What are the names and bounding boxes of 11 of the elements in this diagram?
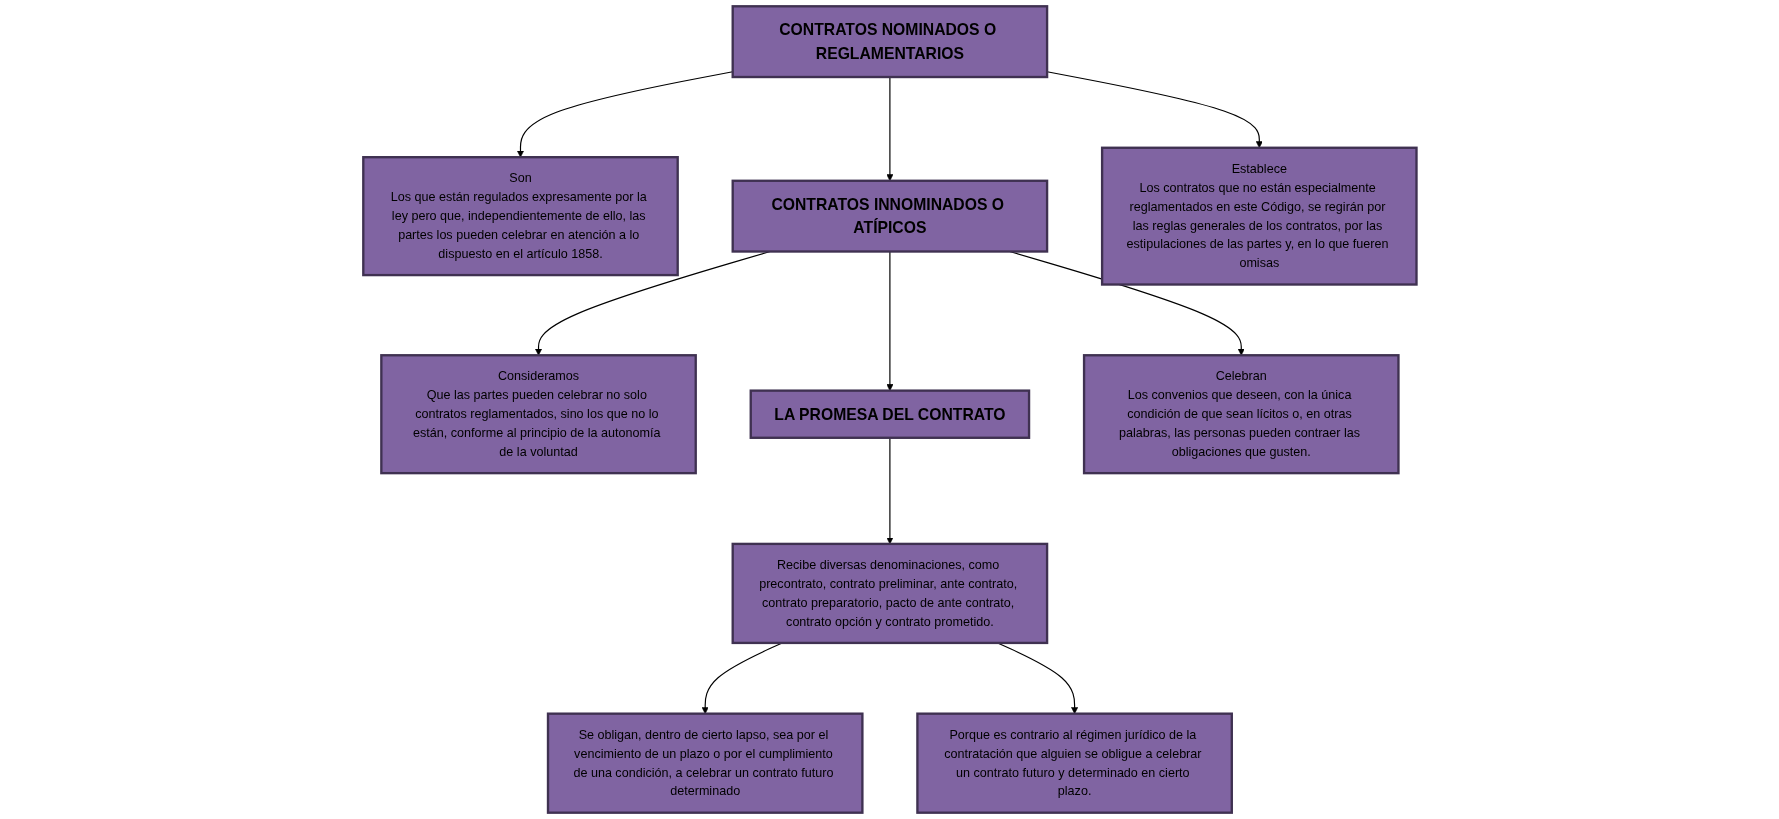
arrow [516,71,733,158]
node-box: CONTRATOS INNOMINADOS O ATÍPICOS [731,179,1048,253]
node-box: Porque es contrario al régimen jurídico de la contratación que alguien se obligue a celebrar un contrato futuro y determinado en cierto plazo. [915,712,1233,814]
node-box: Son Los que están regulados expresamente por la ley pero que, independientemente de ello, las partes los pueden celebrar en atención a lo dispuesto en el artículo 1858. [361,156,679,277]
node-box: LA PROMESA DEL CONTRATO [749,389,1030,439]
node-box: CONTRATOS NOMINADOS O REGLAMENTARIOS [731,5,1048,79]
node-box: Establece Los contratos que no están especialmente reglamentados en este Código, se regirán por las reglas generales de los contratos, por las estipulaciones de las partes y, en lo que fueren omisas [1100,146,1418,286]
node-box: Se obligan, dentro de cierto lapso, sea por el vencimiento de un plazo o por el cumplimiento de una condición, a celebrar un contrato futuro determinado [546,712,864,814]
node-box: Celebran Los convenios que deseen, con la única condición de que sean lícitos o, en otras palabras, las personas pueden contraer las obligaciones que gusten. [1082,354,1400,475]
node-box: Consideramos Que las partes pueden celebrar no solo contratos reglamentados, sino los que no lo están, conforme al principio de la autonomía de la voluntad [379,354,697,475]
node-box: Recibe diversas denominaciones, como precontrato, contrato preliminar, ante contrato, contrato preparatorio, pacto de ante contrato, contrato opción y contrato prometido. [731,542,1048,645]
